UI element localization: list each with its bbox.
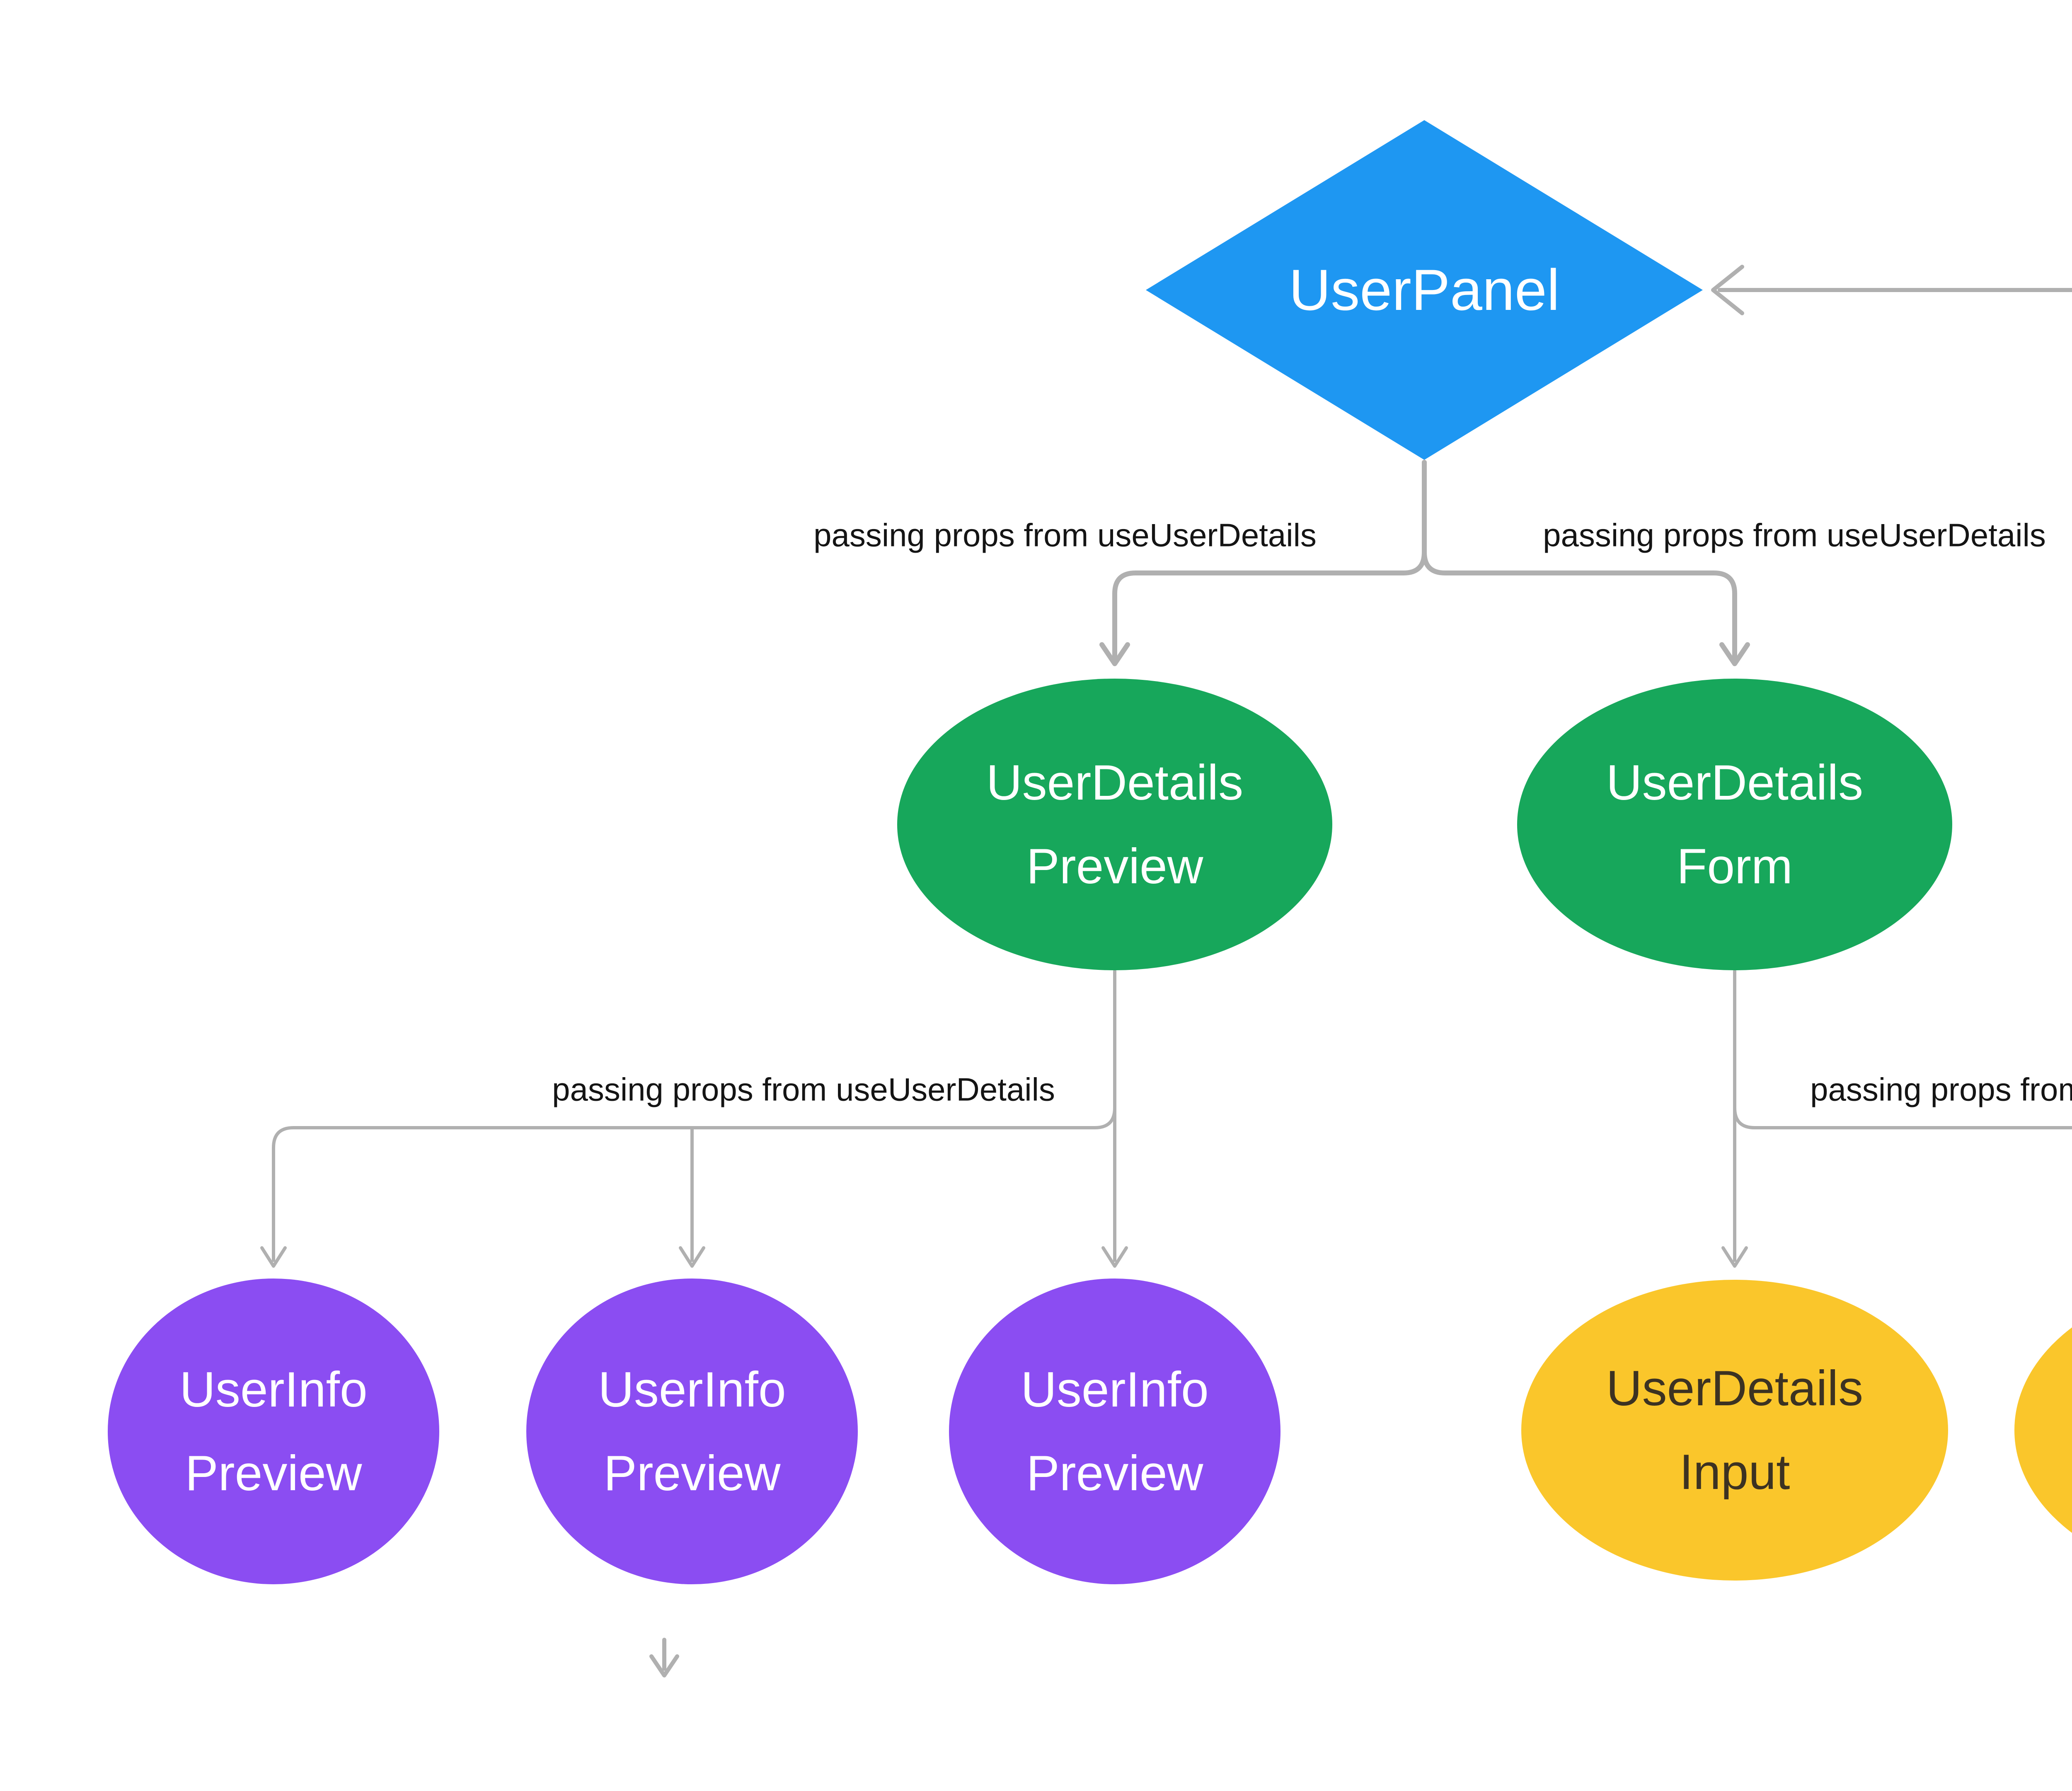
edge-form-branch-right[interactable]: [1733, 1106, 2072, 1260]
node-label-line: UserDetails: [1606, 755, 1864, 810]
edge-userpanel-to-form[interactable]: [1422, 460, 1737, 660]
node-label-line: Form: [1677, 839, 1793, 894]
node-userdetails-input-1[interactable]: UserDetails Input: [1521, 1280, 1948, 1581]
edge-userpanel-to-preview[interactable]: [1112, 460, 1427, 660]
node-label-line: UserInfo: [598, 1362, 786, 1417]
arrowhead-down-icon: [1719, 642, 1750, 666]
node-userdetails-preview[interactable]: UserDetails Preview: [897, 679, 1332, 970]
node-label-line: UserDetails: [986, 755, 1244, 810]
node-label-line: Input: [1679, 1444, 1790, 1500]
arrowhead-down-icon: [260, 1246, 287, 1268]
node-userinfo-preview-2[interactable]: UserInfo Preview: [526, 1279, 858, 1584]
node-label-line: UserInfo: [1021, 1362, 1209, 1417]
edge-label-userpanel-form[interactable]: passing props from useUserDetails: [1543, 517, 2046, 553]
node-label-line: Preview: [603, 1445, 781, 1501]
arrowhead-down-icon: [649, 1654, 679, 1677]
edge-label-userpanel-preview[interactable]: passing props from useUserDetails: [813, 517, 1317, 553]
node-label-line: Preview: [185, 1445, 362, 1501]
node-userdetails-form[interactable]: UserDetails Form: [1517, 679, 1952, 970]
node-userinfo-preview-3[interactable]: UserInfo Preview: [949, 1279, 1280, 1584]
arrowhead-down-icon: [1101, 1246, 1128, 1268]
edge-label-preview-children[interactable]: passing props from useUserDetails: [552, 1071, 1055, 1108]
node-label-line: UserDetails: [1606, 1361, 1864, 1416]
edge-label-form-children[interactable]: passing props from useUserDetails: [1810, 1071, 2072, 1108]
node-label-line: Preview: [1026, 1445, 1203, 1501]
node-label-line: UserInfo: [179, 1362, 368, 1417]
arrowhead-down-icon: [1721, 1246, 1748, 1268]
node-userpanel-label: UserPanel: [1289, 257, 1560, 322]
arrowhead-down-icon: [1099, 642, 1130, 666]
node-userinfo-preview-1[interactable]: UserInfo Preview: [108, 1279, 439, 1584]
node-label-line: Preview: [1026, 839, 1203, 894]
edge-preview-branch-left[interactable]: [272, 1106, 1116, 1262]
arrowhead-left-icon: [1711, 265, 1744, 315]
arrowhead-down-icon: [679, 1246, 705, 1268]
